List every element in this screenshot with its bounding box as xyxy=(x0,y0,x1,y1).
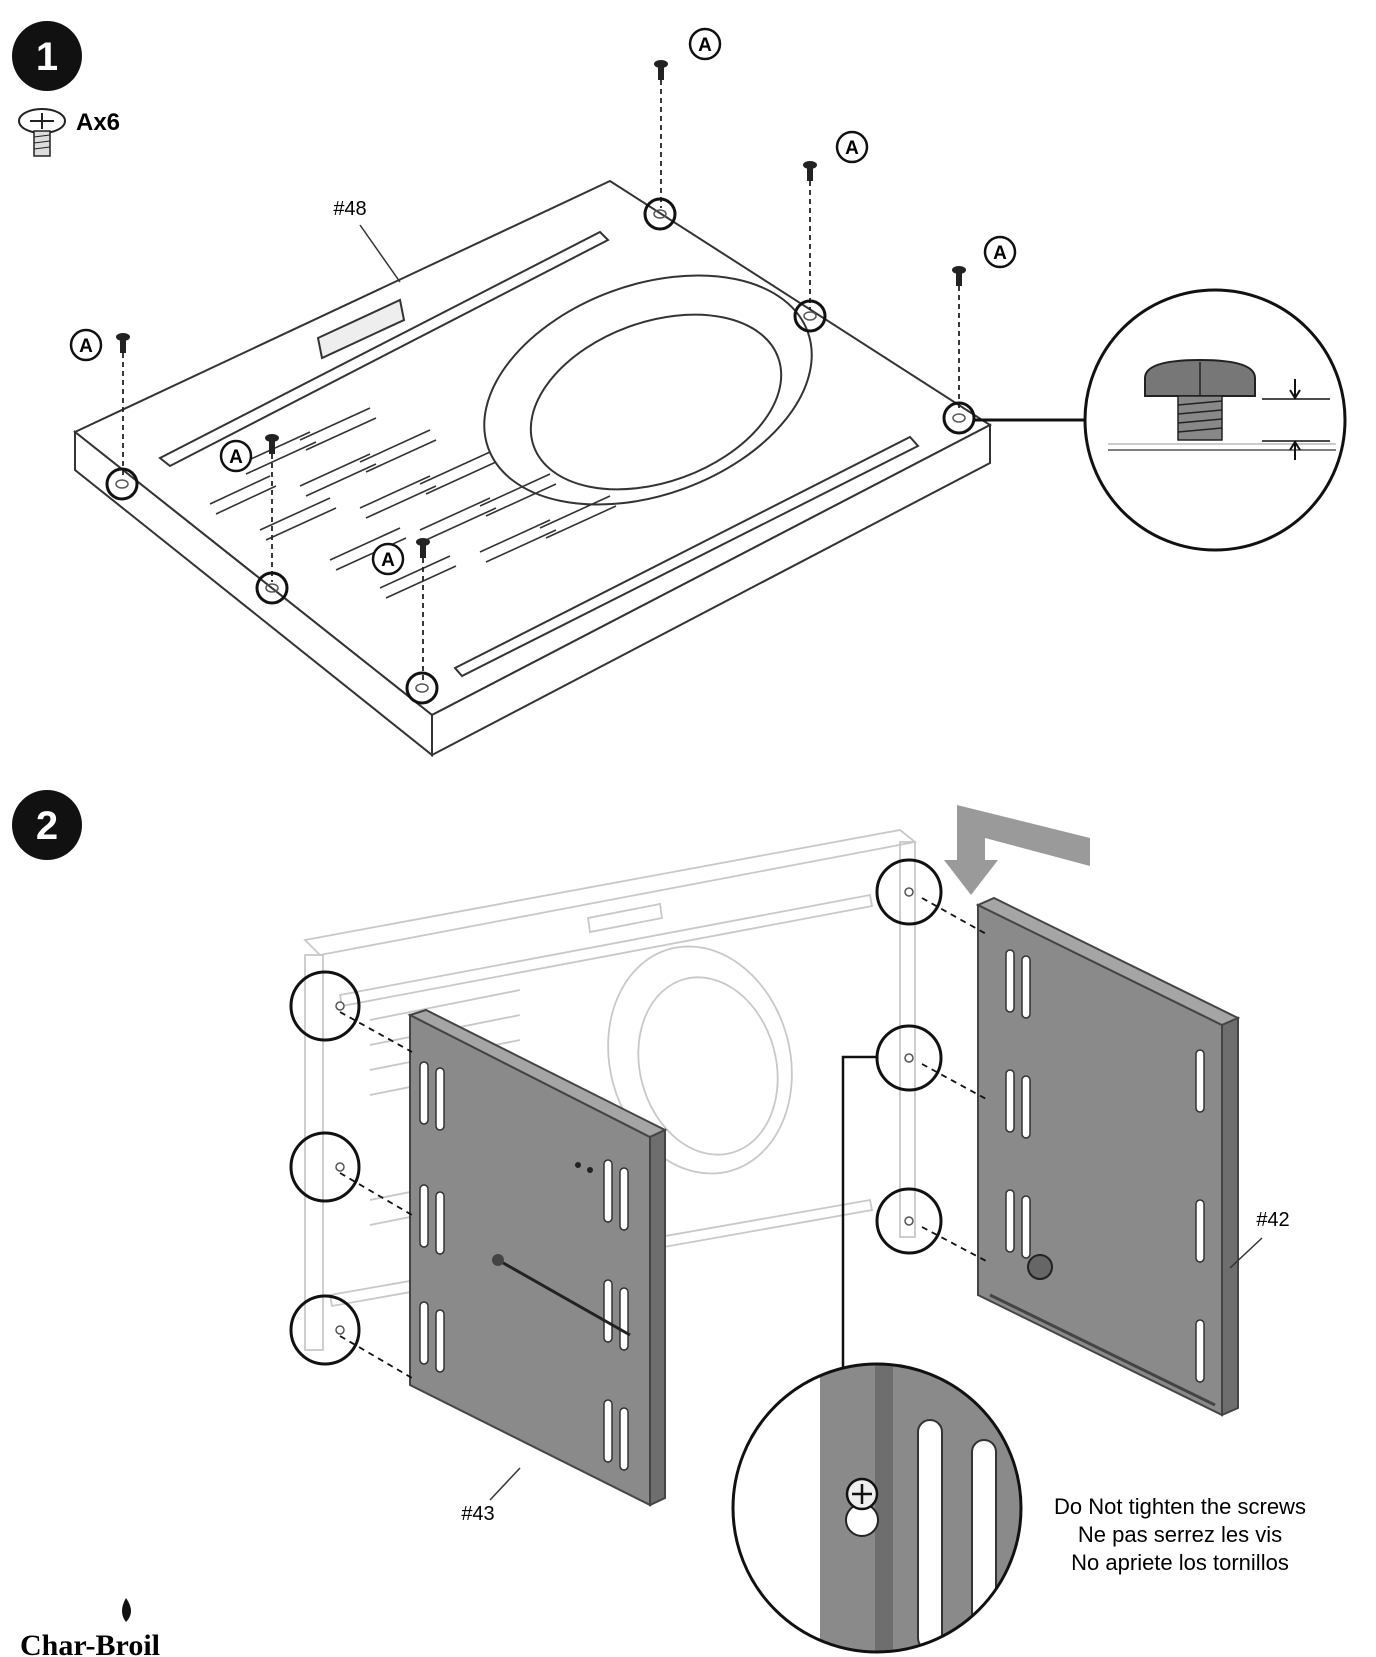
screw-callouts: A A A A A A xyxy=(69,27,1017,576)
screw-5 xyxy=(793,161,827,333)
brand-logo-text: Char-Broil xyxy=(20,1629,160,1657)
tighten-note: Do Not tighten the screws Ne pas serrez … xyxy=(1054,1494,1306,1575)
screw-3 xyxy=(405,538,439,705)
brand-logo: Char-Broil xyxy=(20,1598,160,1657)
base-tray xyxy=(73,179,992,758)
screw-callout-3: A xyxy=(381,550,395,571)
step-2: 2 xyxy=(12,790,1306,1654)
screw-callout-1: A xyxy=(79,336,93,357)
step-1: 1 Ax6 xyxy=(12,21,1347,758)
screw-6 xyxy=(942,266,976,435)
screw-gap-detail xyxy=(975,288,1347,552)
direction-arrow xyxy=(944,805,1090,895)
flame-icon xyxy=(122,1598,131,1622)
hole-callouts xyxy=(289,858,989,1379)
screw-count: Ax6 xyxy=(18,108,120,157)
side-panel-43 xyxy=(407,1008,668,1507)
screw-1 xyxy=(105,333,139,501)
screw-callout-6: A xyxy=(993,243,1007,264)
note-french: Ne pas serrez les vis xyxy=(1078,1522,1282,1547)
part-label-48: #48 xyxy=(333,198,366,220)
screw-callout-4: A xyxy=(698,35,712,56)
screw-4 xyxy=(643,60,677,231)
screw-set xyxy=(105,60,976,705)
screw-2 xyxy=(255,434,289,605)
screw-callout-2: A xyxy=(229,447,243,468)
note-english: Do Not tighten the screws xyxy=(1054,1494,1306,1519)
side-panel-42 xyxy=(975,896,1241,1417)
part-label-43: #43 xyxy=(461,1503,494,1525)
screw-icon xyxy=(18,108,66,157)
screw-callout-5: A xyxy=(845,138,859,159)
step-2-badge: 2 xyxy=(12,790,82,860)
note-spanish: No apriete los tornillos xyxy=(1071,1550,1289,1575)
step-1-badge: 1 xyxy=(12,21,82,91)
part-label-42: #42 xyxy=(1256,1209,1289,1231)
screw-count-label: Ax6 xyxy=(76,109,120,136)
step-1-number: 1 xyxy=(36,35,58,79)
step-2-number: 2 xyxy=(36,804,58,848)
